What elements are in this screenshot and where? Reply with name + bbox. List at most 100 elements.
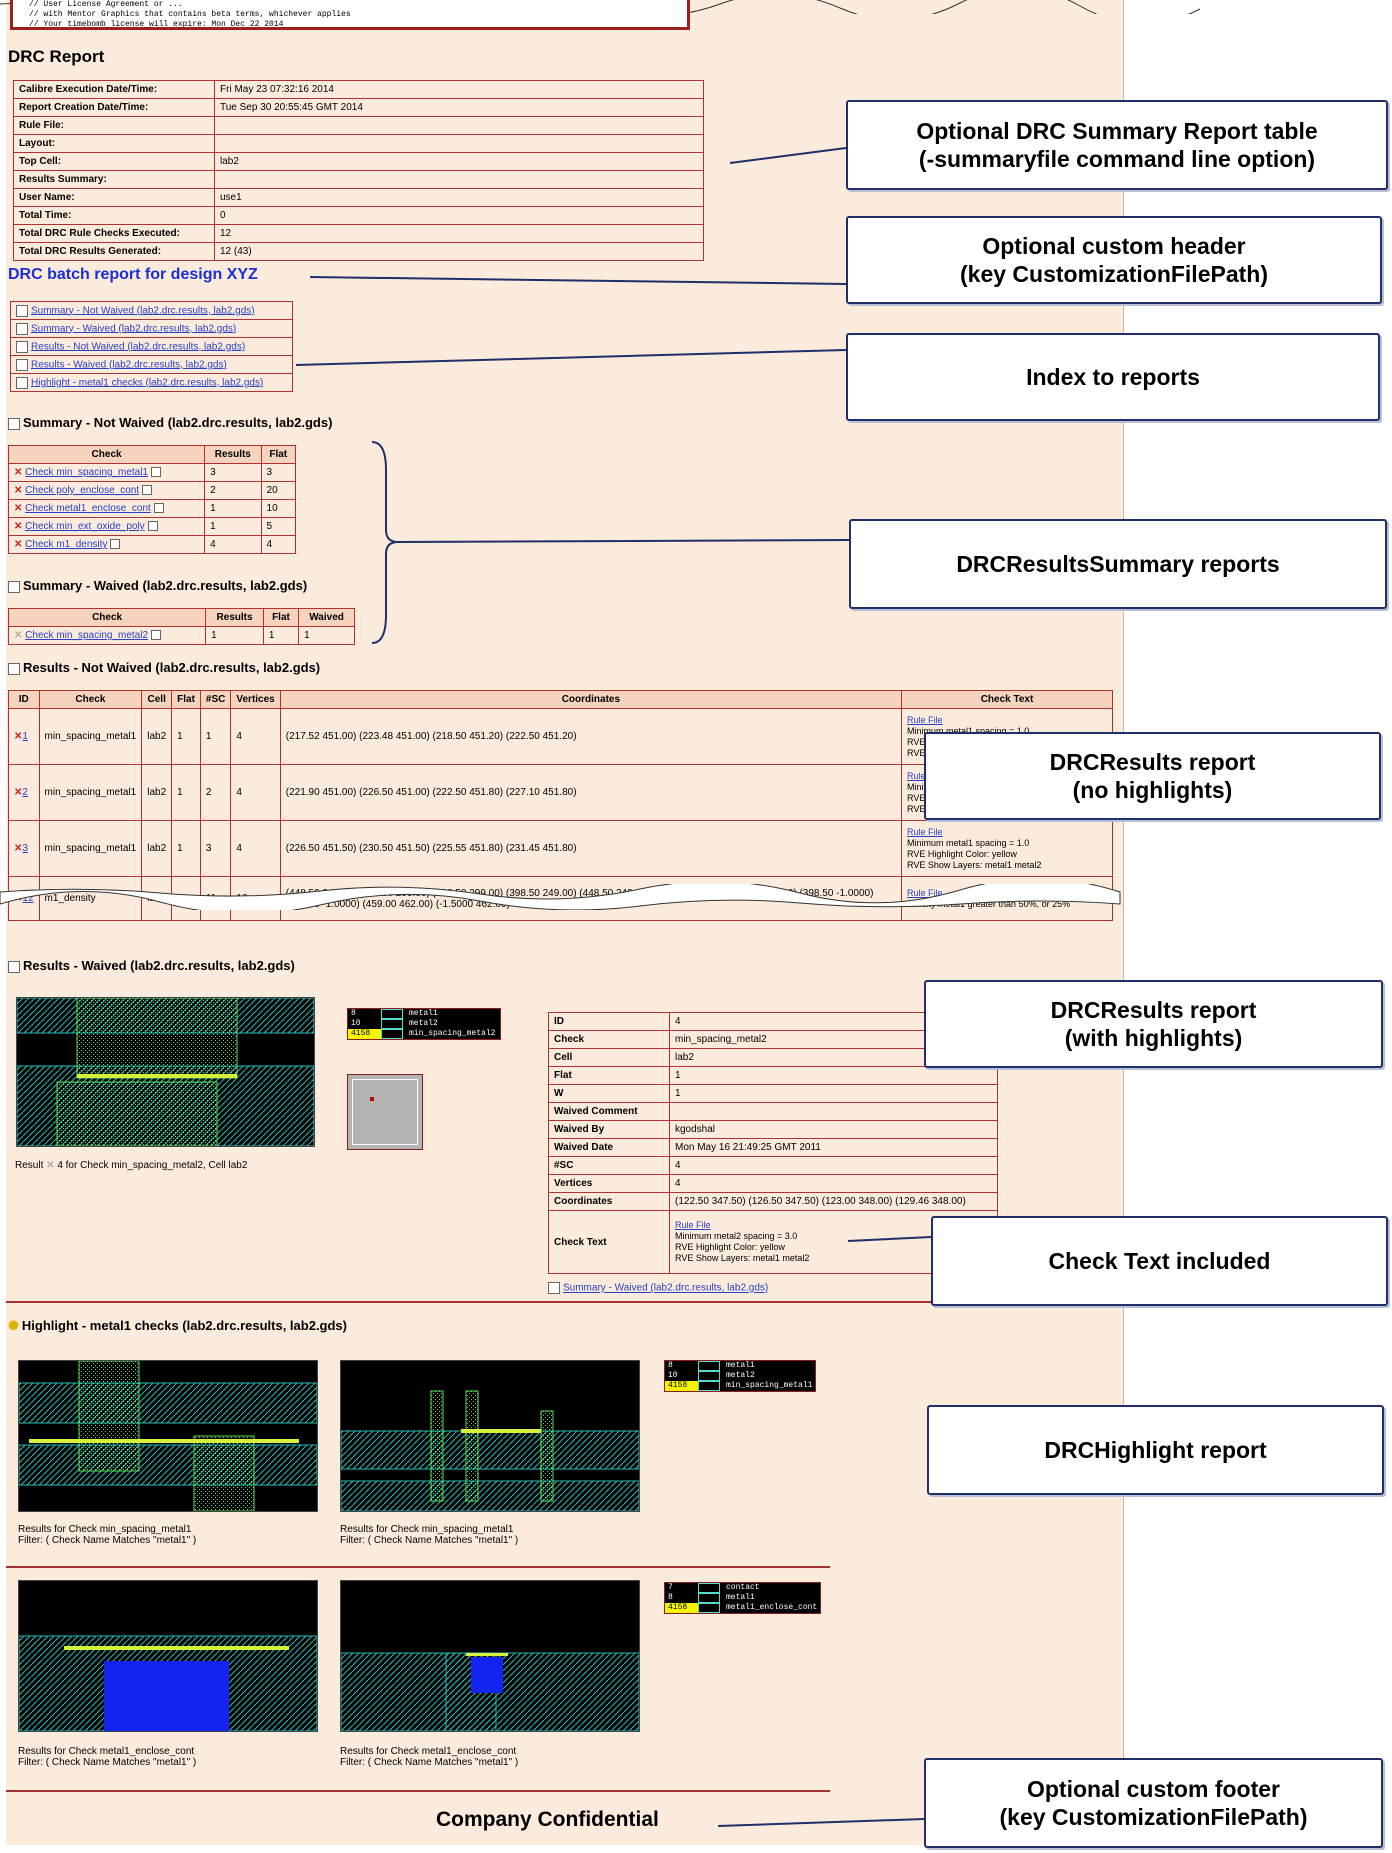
column-header[interactable]: Check xyxy=(7,608,207,627)
layer-swatch xyxy=(381,1009,403,1019)
index-link[interactable]: Highlight - metal1 checks (lab2.drc.resu… xyxy=(31,377,264,389)
check-link[interactable]: Check metal1_enclose_cont xyxy=(25,503,151,514)
summary-value: 0 xyxy=(214,206,704,225)
column-header[interactable]: Check xyxy=(38,690,143,709)
count-cell: 4 xyxy=(204,535,262,554)
column-header[interactable]: Flat xyxy=(262,608,300,627)
layer-swatch xyxy=(698,1371,720,1381)
cell-cell: lab2 xyxy=(141,708,173,765)
callout-highlight: DRCHighlight report xyxy=(927,1405,1384,1495)
results-icon[interactable] xyxy=(151,467,162,478)
index-link[interactable]: Summary - Waived (lab2.drc.results, lab2… xyxy=(31,323,237,335)
x-icon: ✕ xyxy=(14,521,26,532)
detail-value: 1 xyxy=(669,1084,998,1103)
check-link[interactable]: Check min_spacing_metal2 xyxy=(25,630,149,641)
column-header[interactable]: Cell xyxy=(141,690,173,709)
index-link[interactable]: Results - Waived (lab2.drc.results, lab2… xyxy=(31,359,227,371)
layer-number: 4158 xyxy=(348,1029,381,1039)
check-cell: min_spacing_metal1 xyxy=(38,708,143,765)
result-id-link[interactable]: 1 xyxy=(22,731,28,742)
check-link[interactable]: Check min_spacing_metal1 xyxy=(25,467,149,478)
summary-value: 12 (43) xyxy=(214,242,704,261)
check-cell: ✕ Check min_ext_oxide_poly xyxy=(7,517,206,536)
result-id-link[interactable]: 12 xyxy=(22,893,34,904)
layout-drawing xyxy=(341,1652,639,1731)
layer-swatch xyxy=(381,1019,403,1029)
layer-name: metal1 xyxy=(409,1009,438,1018)
highlight-image-1[interactable] xyxy=(18,1360,318,1512)
summary-value xyxy=(214,170,704,189)
highlight-image-3[interactable] xyxy=(18,1580,318,1732)
count-cell: 1 xyxy=(204,517,262,536)
results-icon[interactable] xyxy=(110,539,121,550)
x-icon: ✕ xyxy=(14,503,26,514)
highlight-image-2[interactable] xyxy=(340,1360,640,1512)
column-header[interactable]: Waived xyxy=(298,608,355,627)
summary-not-waived-title: Summary - Not Waived (lab2.drc.results, … xyxy=(8,415,332,430)
result-id-link[interactable]: 2 xyxy=(22,787,28,798)
column-header[interactable]: Results xyxy=(205,608,264,627)
waived-highlight-image[interactable] xyxy=(16,997,315,1147)
results-icon[interactable] xyxy=(153,503,164,514)
rule-file-link[interactable]: Rule File xyxy=(907,714,943,725)
detail-value: 1 xyxy=(669,1066,998,1085)
column-header[interactable]: Check xyxy=(7,445,206,464)
rule-file-link[interactable]: Rule File xyxy=(907,826,943,837)
torn-gap xyxy=(0,884,1121,910)
summary-key: Total DRC Rule Checks Executed: xyxy=(13,224,215,243)
summary-key: Total Time: xyxy=(13,206,215,225)
rule-file-link[interactable]: Rule File xyxy=(675,1220,711,1230)
column-header[interactable]: Check Text xyxy=(901,690,1113,709)
results-icon xyxy=(16,340,28,353)
summary-row: Report Creation Date/Time:Tue Sep 30 20:… xyxy=(13,98,704,117)
highlight-image-4[interactable] xyxy=(340,1580,640,1732)
index-link[interactable]: Results - Not Waived (lab2.drc.results, … xyxy=(31,341,246,353)
summary-waived-backlink[interactable]: Summary - Waived (lab2.drc.results, lab2… xyxy=(563,1282,769,1294)
results-icon xyxy=(8,960,20,973)
highlight-sun-icon xyxy=(16,376,28,389)
layer-name: min_spacing_metal1 xyxy=(726,1381,813,1390)
layer-swatch xyxy=(698,1603,720,1613)
cell-cell: lab2 xyxy=(141,764,173,821)
results-waived-title: Results - Waived (lab2.drc.results, lab2… xyxy=(8,958,295,973)
vertices-cell: 4 xyxy=(230,708,281,765)
results-icon[interactable] xyxy=(151,630,162,641)
column-header[interactable]: Coordinates xyxy=(279,690,903,709)
check-link[interactable]: Check m1_density xyxy=(25,539,108,550)
waived-x-icon: ✕ xyxy=(46,1160,55,1171)
count-cell: 1 xyxy=(298,626,355,645)
column-header[interactable]: ID xyxy=(8,690,40,709)
detail-value: kgodshal xyxy=(669,1120,998,1139)
x-icon: ✕ xyxy=(14,731,23,742)
check-cell: ✕ Check min_spacing_metal2 xyxy=(7,626,207,645)
column-header[interactable]: Vertices xyxy=(230,690,281,709)
count-cell: 20 xyxy=(260,481,297,500)
brace-shape xyxy=(371,441,399,644)
mini-map[interactable] xyxy=(347,1074,423,1150)
result-id-link[interactable]: 3 xyxy=(22,843,28,854)
results-icon[interactable] xyxy=(147,521,158,532)
check-link[interactable]: Check poly_enclose_cont xyxy=(25,485,140,496)
index-link[interactable]: Summary - Not Waived (lab2.drc.results, … xyxy=(31,305,255,317)
summary-row: Rule File: xyxy=(13,116,704,135)
summary-row: Results Summary: xyxy=(13,170,704,189)
highlight-sun-icon: ✺ xyxy=(8,1318,19,1333)
check-link[interactable]: Check min_ext_oxide_poly xyxy=(25,521,145,532)
column-header[interactable]: Flat xyxy=(260,445,297,464)
results-icon[interactable] xyxy=(142,485,153,496)
column-header[interactable]: Results xyxy=(204,445,262,464)
column-header[interactable]: #SC xyxy=(199,690,232,709)
check-text-line: density metal1 greater than 50%, or 25% xyxy=(907,898,1071,909)
column-header[interactable]: Flat xyxy=(171,690,201,709)
rule-file-link[interactable]: Rule File xyxy=(907,887,943,898)
